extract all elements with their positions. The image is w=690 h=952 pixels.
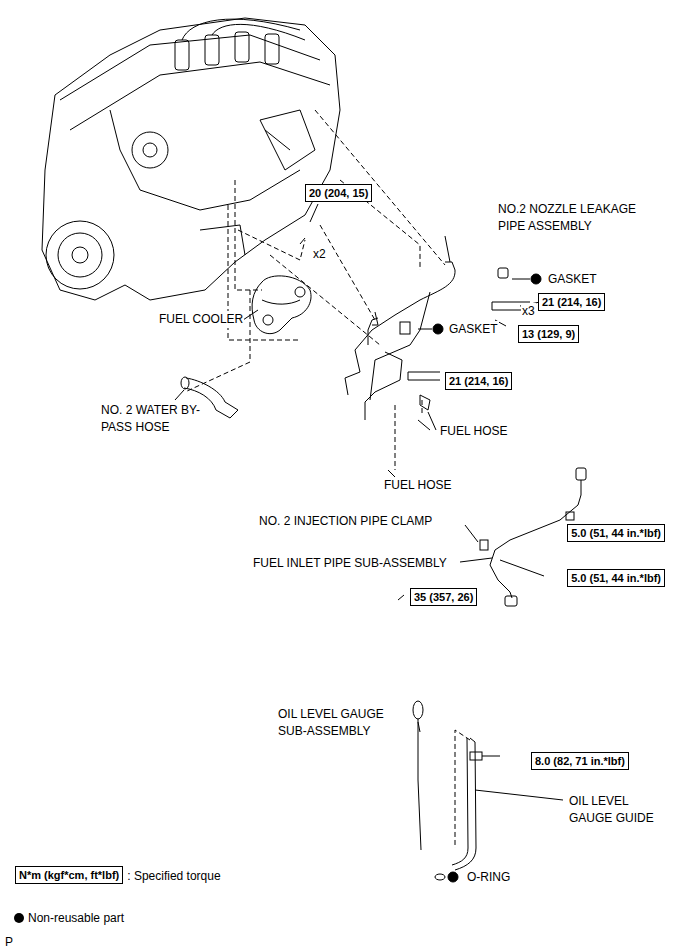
leakage-pipe-drawing: [345, 262, 540, 420]
part-label: x3: [521, 303, 536, 320]
torque-value: N*m (kgf*cm, ft*lbf): [19, 869, 119, 881]
torque-box: 35 (357, 26): [410, 588, 477, 606]
torque-value: 5.0 (51, 44 in.*lbf): [571, 572, 661, 584]
part-label: GASKET: [448, 321, 499, 338]
torque-box: N*m (kgf*cm, ft*lbf): [15, 866, 123, 884]
guide-lines: [185, 110, 470, 848]
fuel-cooler-drawing: [252, 276, 311, 334]
torque-value: 5.0 (51, 44 in.*lbf): [571, 527, 661, 539]
part-label: FUEL INLET PIPE SUB-ASSEMBLY: [252, 555, 448, 572]
torque-box: 21 (214, 16): [445, 372, 512, 390]
o-ring-drawing: [435, 874, 445, 880]
part-label: GASKET: [547, 271, 598, 288]
part-label: NO. 2 INJECTION PIPE CLAMP: [258, 513, 433, 530]
fuel-hose-drawing: [418, 420, 430, 430]
torque-box: 8.0 (82, 71 in.*lbf): [531, 752, 629, 770]
part-label: P: [4, 934, 14, 951]
part-label: OIL LEVEL GAUGE GUIDE: [568, 793, 670, 827]
part-label: NO.2 NOZZLE LEAKAGE PIPE ASSEMBLY: [497, 201, 649, 235]
part-label: NO. 2 WATER BY-PASS HOSE: [100, 402, 202, 436]
legend-text: Non-reusable part: [28, 910, 124, 927]
legend-dot: [13, 912, 25, 924]
part-label: FUEL HOSE: [439, 423, 509, 440]
torque-box: 5.0 (51, 44 in.*lbf): [567, 569, 665, 587]
part-label: FUEL COOLER: [158, 311, 244, 328]
part-label: O-RING: [466, 869, 511, 886]
oil-gauge-drawing: [413, 701, 500, 870]
torque-value: 8.0 (82, 71 in.*lbf): [535, 755, 625, 767]
non-reusable-mark: [531, 274, 541, 284]
engine-drawing: [42, 18, 340, 300]
torque-value: 13 (129, 9): [522, 328, 575, 340]
torque-value: 20 (204, 15): [309, 187, 368, 199]
leader-lines: [175, 204, 563, 800]
torque-box: 13 (129, 9): [518, 325, 579, 343]
part-label: FUEL HOSE: [383, 477, 453, 494]
legend-text: : Specified torque: [127, 868, 220, 885]
torque-box: 21 (214, 16): [538, 293, 605, 311]
torque-value: 21 (214, 16): [542, 296, 601, 308]
part-label: x2: [312, 246, 327, 263]
non-reusable-mark: [448, 872, 458, 882]
torque-box: 20 (204, 15): [305, 184, 372, 202]
torque-value: 21 (214, 16): [449, 375, 508, 387]
torque-box: 5.0 (51, 44 in.*lbf): [567, 524, 665, 542]
part-label: OIL LEVEL GAUGE SUB-ASSEMBLY: [277, 706, 399, 740]
non-reusable-mark: [433, 324, 443, 334]
torque-value: 35 (357, 26): [414, 591, 473, 603]
